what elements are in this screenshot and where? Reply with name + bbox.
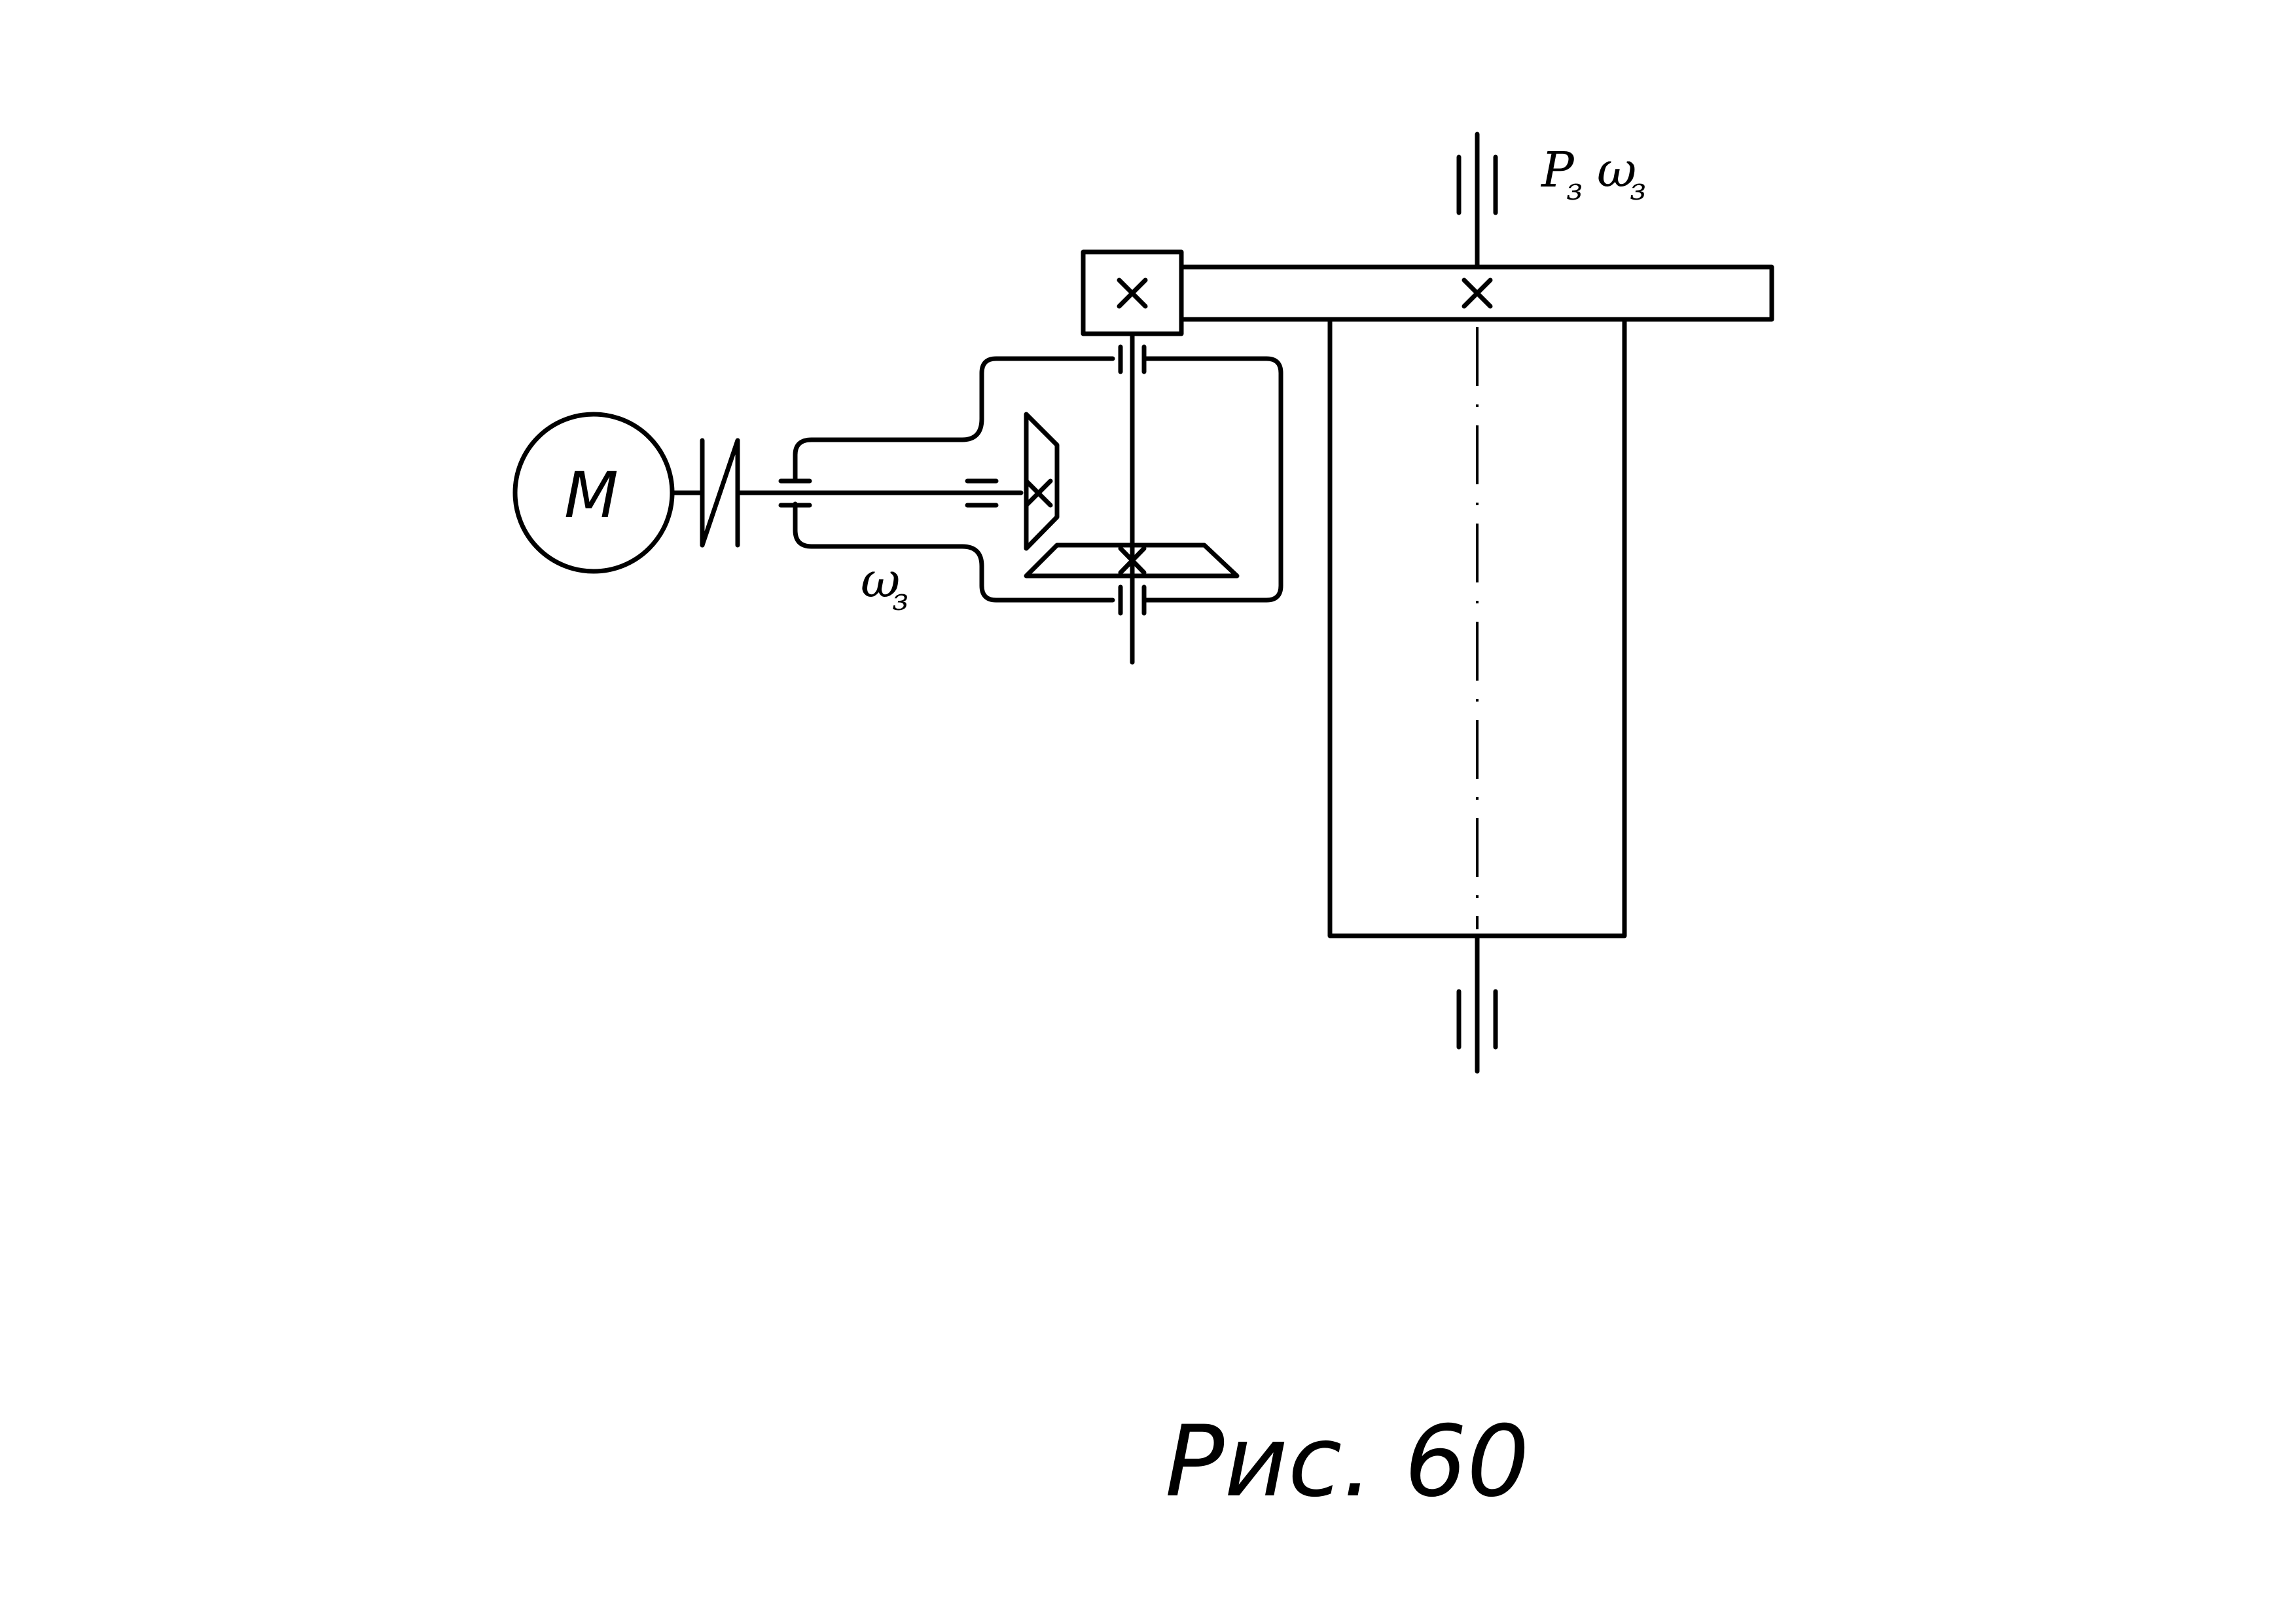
input-speed-labels: ω з (861, 552, 908, 617)
motor-label: M (564, 459, 619, 532)
input-bearing-right (965, 478, 999, 508)
output-labels: P з ω з (1540, 142, 1646, 207)
pinion-gear (1081, 249, 1184, 336)
wheel-gear (1179, 264, 1774, 322)
vertical-shaft (1118, 331, 1147, 665)
gearbox-housing (793, 356, 1283, 603)
drum (1327, 317, 1627, 938)
output-shaft-top (1456, 132, 1498, 270)
output-shaft-bottom (1456, 933, 1498, 1074)
input-speed-label: ω (861, 552, 900, 609)
figure-caption: Рис. 60 (1165, 1405, 1530, 1519)
coupling (700, 438, 749, 548)
output-speed-subscript: з (1630, 171, 1646, 207)
motor: M (512, 412, 675, 574)
output-power-label: P (1540, 142, 1575, 198)
input-bearing-left (778, 478, 812, 508)
output-speed-label: ω (1597, 142, 1636, 198)
bevel-gear-driving (1024, 412, 1060, 551)
input-speed-subscript: з (892, 582, 908, 617)
output-power-subscript: з (1566, 171, 1583, 207)
